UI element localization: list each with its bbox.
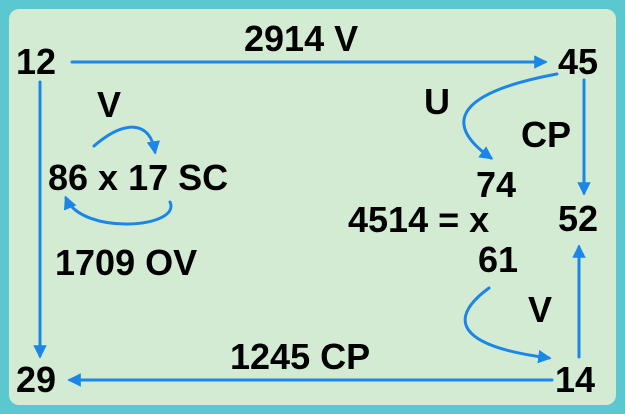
arrow-45-to-74-curve: [462, 72, 559, 160]
loop-arrow-bottom: [63, 195, 173, 226]
node-52: 52: [558, 198, 599, 239]
center-value-74: 74: [476, 164, 517, 205]
edge-label-right-upper: CP: [521, 114, 572, 155]
center-value-61: 61: [478, 239, 519, 280]
node-14: 14: [555, 359, 596, 400]
center-equation: 4514 = x: [348, 199, 490, 240]
node-29: 29: [16, 359, 57, 400]
node-12: 12: [16, 41, 57, 82]
node-45: 45: [558, 41, 599, 82]
loop-label-top: V: [97, 84, 122, 125]
loop-arrow-top: [92, 125, 160, 155]
edge-label-bottom: 1245 CP: [230, 336, 371, 377]
diagram-panel: [9, 9, 616, 405]
edge-label-curve-upper: U: [424, 81, 450, 122]
loop-expression: 86 x 17 SC: [48, 157, 229, 198]
edge-label-right-lower: V: [528, 289, 553, 330]
arrow-61-to-14-curve: [463, 286, 552, 364]
edge-label-top: 2914 V: [244, 18, 359, 59]
loop-label-bottom: 1709 OV: [55, 242, 198, 283]
